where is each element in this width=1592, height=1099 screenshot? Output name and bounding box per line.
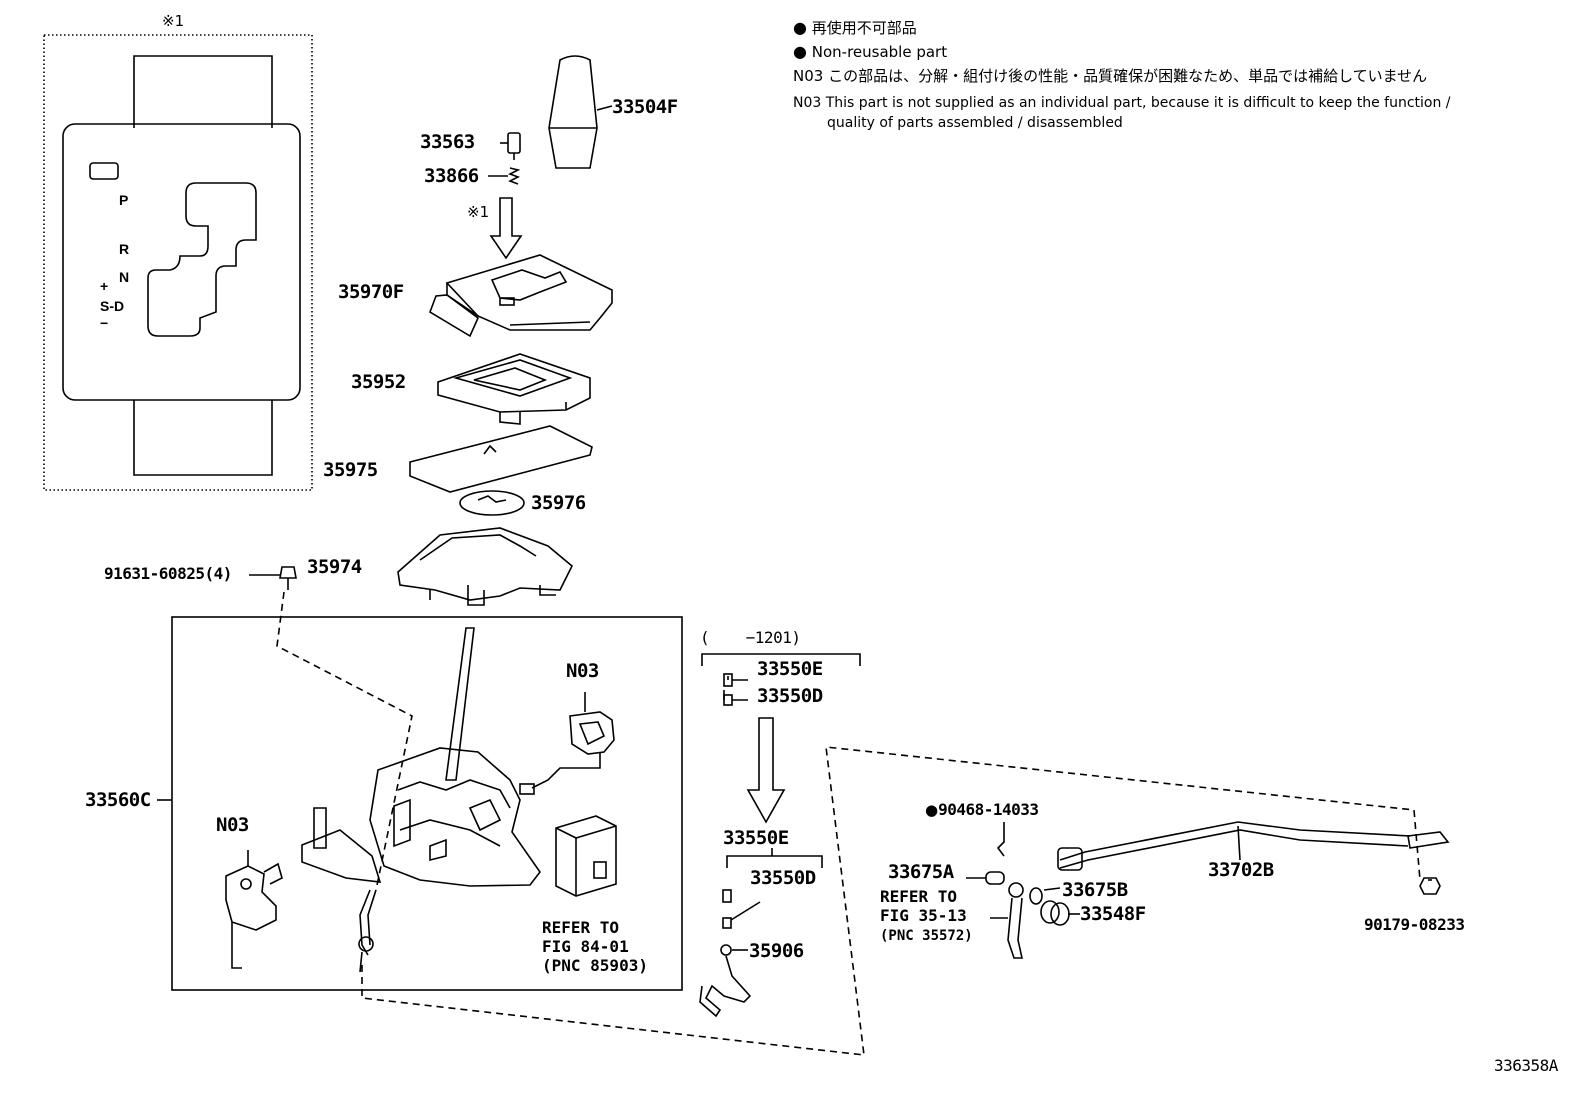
dashed-link-bottom — [361, 746, 1421, 1056]
legend-nonreusable-ja: ● 再使用不可部品 — [793, 18, 917, 37]
part-35952 — [437, 353, 591, 425]
label-35976: 35976 — [531, 492, 586, 514]
detail-mark: ※1 — [162, 12, 185, 30]
label-33675B: 33675B — [1062, 879, 1128, 901]
refer1-line3: (PNC 85903) — [542, 956, 648, 976]
part-33548F — [1040, 900, 1070, 926]
assembly-arrow-2 — [746, 717, 786, 824]
part-35976 — [459, 490, 525, 516]
gear-r: R — [119, 241, 130, 257]
n03-module-lower — [225, 850, 283, 969]
assembly-arrow-1 — [489, 197, 523, 260]
refer2-line2: FIG 35-13 — [880, 906, 967, 926]
control-lever — [990, 882, 1024, 959]
part-90468 — [996, 822, 1005, 857]
legend-en-text: Non-reusable part — [811, 43, 948, 61]
label-33504F: 33504F — [612, 96, 678, 118]
legend-ja-text: 再使用不可部品 — [811, 19, 917, 37]
part-35906 — [699, 944, 752, 1018]
assembly-box — [157, 616, 683, 991]
label-90179: 90179-08233 — [1364, 915, 1465, 934]
refer-fig-35-13: REFER TO FIG 35-13 (PNC 35572) — [880, 887, 973, 945]
label-35975: 35975 — [323, 459, 378, 481]
label-91631: 91631-60825(4) — [104, 564, 232, 583]
shift-knob — [548, 55, 613, 169]
gear-s-d: S-D — [100, 298, 125, 314]
label-mark1: ※1 — [467, 203, 490, 221]
refer1-line2: FIG 84-01 — [542, 937, 629, 957]
shift-cable — [1057, 821, 1450, 871]
spring-33866 — [488, 167, 521, 185]
shift-lever-assembly — [301, 627, 541, 973]
n03-module-upper — [519, 692, 615, 795]
gear-minus: − — [100, 315, 109, 331]
gear-gate-slot — [147, 182, 257, 337]
label-33550E-bottom: 33550E — [723, 827, 789, 849]
label-33550D-top: 33550D — [757, 685, 823, 707]
part-35975 — [409, 425, 593, 493]
screw-33563 — [500, 132, 521, 160]
legend-n03-en-line2: quality of parts assembled / disassemble… — [827, 115, 1123, 131]
label-33702B: 33702B — [1208, 859, 1274, 881]
part-90179 — [1419, 877, 1441, 895]
legend-nonreusable-en: ● Non-reusable part — [793, 42, 948, 61]
label-33560C: 33560C — [85, 789, 151, 811]
label-35906: 35906 — [749, 940, 804, 962]
detail-box — [43, 34, 313, 491]
part-35970F — [429, 254, 613, 338]
label-33550D-bottom: 33550D — [750, 867, 816, 889]
gear-n: N — [119, 269, 130, 285]
label-33563: 33563 — [420, 131, 475, 153]
part-33675A — [966, 871, 1005, 885]
gear-p: P — [119, 192, 129, 208]
figure-id: 336358A — [1494, 1056, 1558, 1075]
legend-n03-ja: N03 この部品は、分解・組付け後の性能・品質確保が困難なため、単品では補給して… — [793, 67, 1428, 85]
refer2-line1: REFER TO — [880, 887, 958, 906]
label-90468: 90468-14033 — [938, 800, 1039, 819]
refer2-line3: (PNC 35572) — [880, 928, 973, 945]
label-35974: 35974 — [307, 556, 362, 578]
label-33550E-top: 33550E — [757, 658, 823, 680]
label-33866: 33866 — [424, 165, 479, 187]
label-90468-wrap: ●90468-14033 — [925, 800, 1039, 819]
label-35952: 35952 — [351, 371, 406, 393]
part-33675B — [1029, 887, 1043, 905]
relay-box — [555, 815, 617, 897]
gear-plus: + — [100, 278, 109, 294]
legend-n03-en-line1: N03 This part is not supplied as an indi… — [793, 95, 1451, 111]
bolt-91631 — [249, 566, 297, 590]
label-33675A: 33675A — [888, 861, 954, 883]
label-35970F: 35970F — [338, 281, 404, 303]
part-35974 — [397, 527, 573, 606]
label-n03-lower: N03 — [216, 814, 249, 836]
label-33548F: 33548F — [1080, 903, 1146, 925]
label-range: ( −1201) — [700, 628, 801, 647]
refer-fig-84-01: REFER TO FIG 84-01 (PNC 85903) — [542, 918, 648, 976]
label-n03-upper: N03 — [566, 660, 599, 682]
refer1-line1: REFER TO — [542, 918, 620, 937]
dashed-link-bolt — [276, 591, 413, 891]
range-bracket — [701, 653, 861, 666]
